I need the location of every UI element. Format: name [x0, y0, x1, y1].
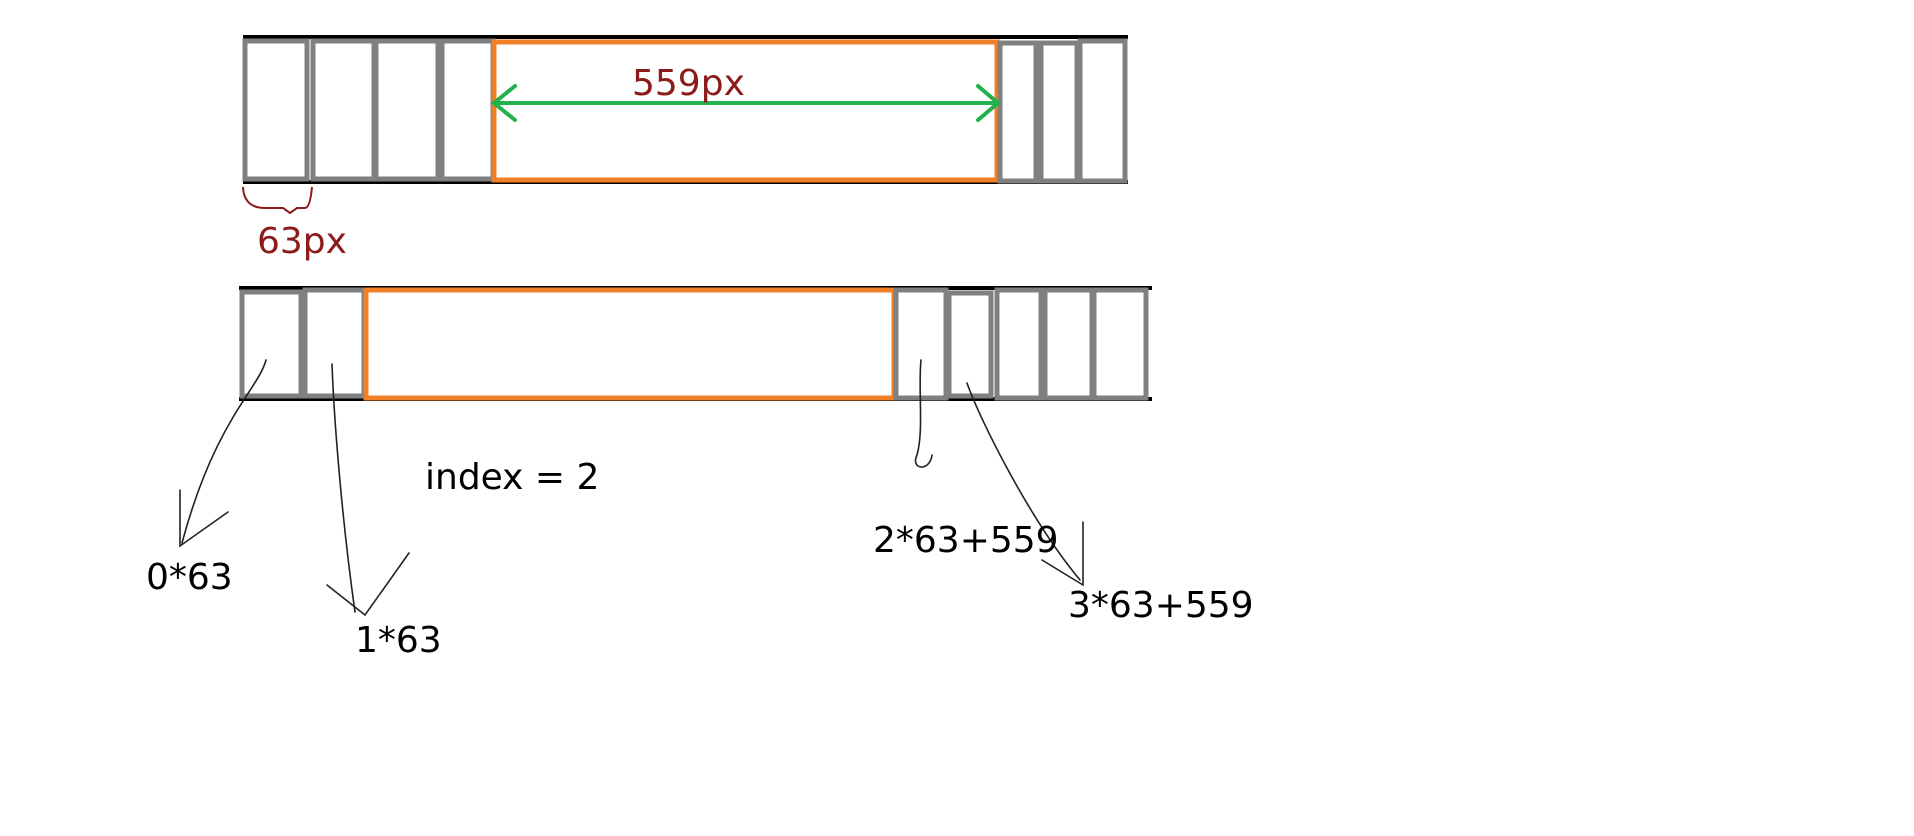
bottom-cell [1042, 287, 1095, 401]
bottom-highlight-cell [363, 287, 897, 401]
pointer-arrow-3 [966, 382, 1081, 581]
pointer-arrow-0 [181, 359, 267, 544]
bottom-cell [893, 287, 949, 401]
width-label: 559px [632, 63, 745, 104]
offset-label-2: 2*63+559 [873, 520, 1059, 561]
top-cell [1038, 40, 1080, 184]
top-cell [310, 38, 377, 182]
offset-label-0: 0*63 [146, 557, 233, 598]
index-label: index = 2 [425, 457, 600, 498]
top-cell [242, 38, 310, 182]
pointer-arrow-2 [914, 359, 933, 468]
bottom-cell [302, 287, 367, 399]
top-cell [439, 38, 496, 182]
pointer-arrows [179, 359, 1084, 617]
top-highlight-cell [491, 39, 1000, 183]
cell-width-label: 63px [257, 221, 347, 262]
bottom-cell [239, 289, 304, 399]
bottom-cell [946, 290, 994, 399]
pointer-arrowhead-0 [179, 489, 229, 548]
bottom-strip [239, 286, 1152, 401]
bottom-cell [994, 287, 1044, 401]
offset-label-1: 1*63 [355, 620, 442, 661]
top-cell [1077, 38, 1128, 184]
top-cell [997, 40, 1039, 184]
bottom-cell [1091, 287, 1149, 401]
top-cell [373, 38, 441, 182]
offset-label-3: 3*63+559 [1068, 585, 1254, 626]
width-arrow [490, 84, 1002, 122]
pointer-arrowhead-3 [1041, 521, 1084, 587]
top-strip [242, 35, 1128, 215]
pointer-arrow-1 [331, 363, 356, 613]
cell-width-brace [242, 186, 313, 215]
pointer-arrowhead-1 [326, 552, 410, 617]
